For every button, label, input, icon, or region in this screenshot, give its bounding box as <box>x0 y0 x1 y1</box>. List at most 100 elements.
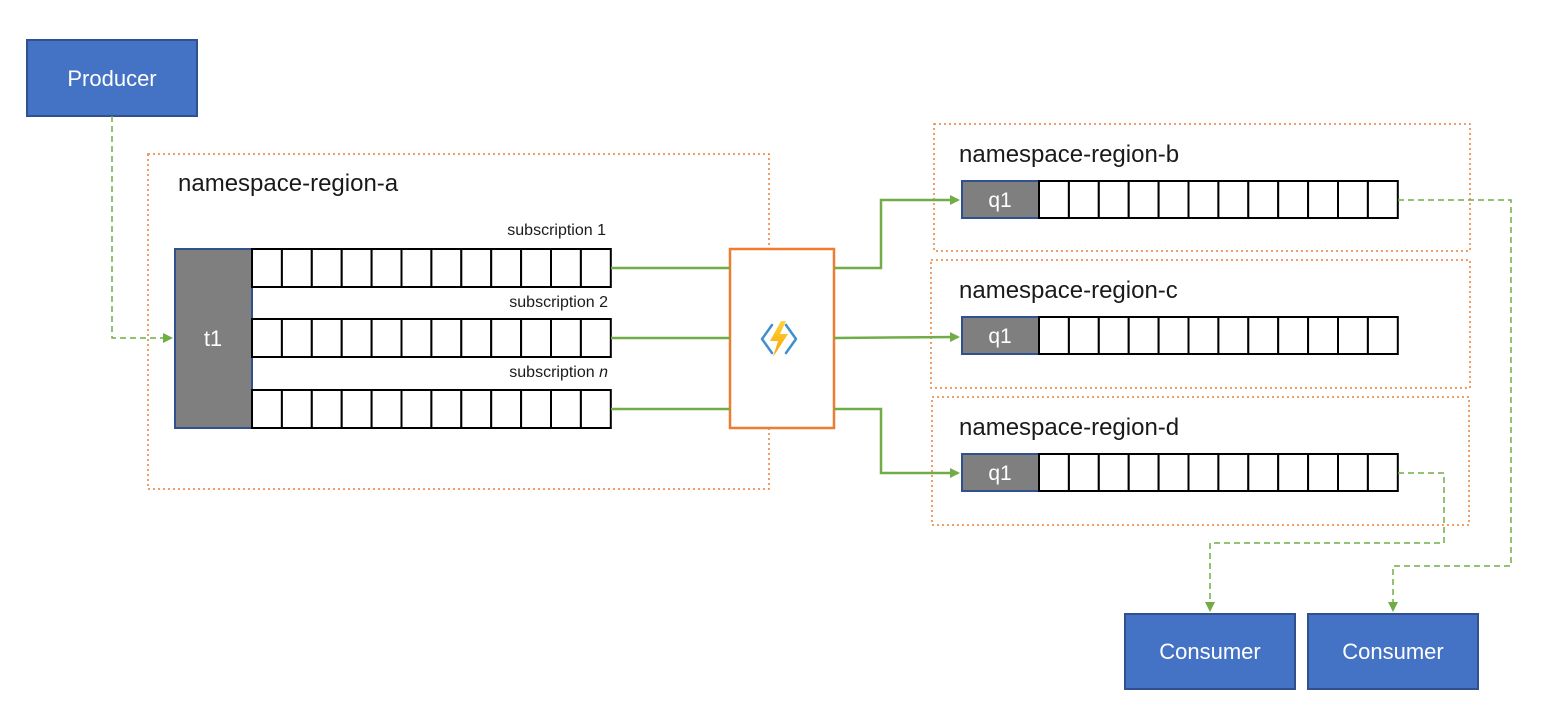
subscription-2-queue-cell <box>310 318 343 358</box>
target-queue-1-cell <box>1157 180 1190 219</box>
consumer-box-1: Consumer <box>1124 613 1296 690</box>
subscription-1-label: subscription 1 <box>507 222 606 239</box>
arrow-function-to-region-d <box>834 407 960 478</box>
target-queue-1-cell <box>1307 180 1339 219</box>
consumer-box-2: Consumer <box>1307 613 1479 690</box>
target-queue-1-cell <box>1337 180 1369 219</box>
subscription-1-queue-cell <box>520 248 552 288</box>
subscription-1-queue-cell <box>550 248 582 288</box>
target-queue-3-cell <box>1157 453 1190 492</box>
subscription-3-queue-cell <box>251 389 283 429</box>
target-queue-2-cell <box>1277 316 1310 355</box>
namespace-title: namespace-region-a <box>178 170 399 197</box>
subscription-1-queue-cell <box>430 248 463 288</box>
target-queue-2-cell <box>1067 316 1100 355</box>
namespace-region-a-container: namespace-region-a <box>147 153 770 490</box>
target-queue-1-cell <box>1067 180 1100 219</box>
consumer-label: Consumer <box>1342 639 1443 664</box>
namespace-region-d-container: namespace-region-d <box>931 396 1470 526</box>
subscription-1-queue-cell <box>490 248 523 288</box>
target-queue-2-cell <box>1038 316 1070 355</box>
arrow-function-to-region-c <box>833 332 960 343</box>
arrow-producer-to-topic <box>111 116 173 343</box>
subscription-2-queue-cell <box>430 318 463 358</box>
target-queue-1-cell <box>1127 180 1160 219</box>
subscription-3-queue-cell <box>310 389 343 429</box>
subscription-2-queue-cell <box>400 318 433 358</box>
arrow-region-d-to-consumer-1 <box>1205 472 1445 612</box>
subscription-1-queue-cell <box>310 248 343 288</box>
producer-label: Producer <box>67 66 156 91</box>
target-queue-3-cell <box>1277 453 1310 492</box>
queue-q1-region-c: q1 <box>961 316 1040 355</box>
target-queue-2-cell <box>1337 316 1369 355</box>
target-queue-3-cell <box>1038 453 1070 492</box>
subscription-3-queue-cell <box>400 389 433 429</box>
target-queue-3-cell <box>1247 453 1280 492</box>
target-queue-1-cell <box>1038 180 1070 219</box>
target-queue-2-cell <box>1217 316 1250 355</box>
target-queue-2-cell <box>1097 316 1130 355</box>
target-queue-3-cell <box>1217 453 1250 492</box>
namespace-title: namespace-region-c <box>959 277 1178 304</box>
subscription-2-queue-cell <box>460 318 493 358</box>
target-queue-2-cell <box>1366 316 1399 355</box>
queue-label: q1 <box>988 462 1011 485</box>
subscription-3-queue-cell <box>490 389 523 429</box>
target-queue-2-cell <box>1247 316 1280 355</box>
subscription-3-queue-cell <box>550 389 582 429</box>
target-queue-2-cell <box>1187 316 1220 355</box>
namespace-region-c-container: namespace-region-c <box>930 259 1471 389</box>
subscription-3-queue-cell <box>520 389 552 429</box>
target-queue-3-cell <box>1067 453 1100 492</box>
subscription-1-queue-cell <box>280 248 313 288</box>
subscription-1-queue-cell <box>251 248 283 288</box>
target-queue-3-cell <box>1097 453 1130 492</box>
target-queue-1-cell <box>1277 180 1310 219</box>
target-queue-3-cell <box>1366 453 1399 492</box>
target-queue-1-cell <box>1366 180 1399 219</box>
queue-q1-region-d: q1 <box>961 453 1040 492</box>
target-queue-2-cell <box>1307 316 1339 355</box>
subscription-3-queue-cell <box>460 389 493 429</box>
subscription-3-queue-cell <box>280 389 313 429</box>
subscription-2-queue-cell <box>550 318 582 358</box>
consumer-label: Consumer <box>1159 639 1260 664</box>
namespace-title: namespace-region-d <box>959 414 1179 441</box>
target-queue-1-cell <box>1097 180 1130 219</box>
queue-label: q1 <box>988 325 1011 348</box>
subscription-3-queue-cell <box>579 389 612 429</box>
queue-label: q1 <box>988 189 1011 212</box>
target-queue-3-cell <box>1307 453 1339 492</box>
subscription-2-queue-cell <box>340 318 373 358</box>
target-queue-1-cell <box>1187 180 1220 219</box>
subscription-2-queue-cell <box>490 318 523 358</box>
subscription-1-queue-cell <box>370 248 403 288</box>
subscription-3-queue-cell <box>340 389 373 429</box>
subscription-1-queue-cell <box>460 248 493 288</box>
subscription-1-queue-cell <box>340 248 373 288</box>
producer-box: Producer <box>26 39 198 117</box>
target-queue-2-cell <box>1157 316 1190 355</box>
namespace-region-b-container: namespace-region-b <box>933 123 1471 252</box>
topic-t1: t1 <box>174 248 253 429</box>
subscription-1-queue-cell <box>579 248 612 288</box>
target-queue-1-cell <box>1217 180 1250 219</box>
target-queue-3-cell <box>1187 453 1220 492</box>
azure-function-icon <box>760 321 798 357</box>
target-queue-3-cell <box>1127 453 1160 492</box>
queue-q1-region-b: q1 <box>961 180 1040 219</box>
subscription-n-label: subscription n <box>509 364 608 381</box>
subscription-2-queue-cell <box>579 318 612 358</box>
target-queue-2-cell <box>1127 316 1160 355</box>
subscription-3-queue-cell <box>370 389 403 429</box>
subscription-2-queue-cell <box>251 318 283 358</box>
subscription-2-label: subscription 2 <box>509 294 608 311</box>
arrow-function-to-region-b <box>834 195 960 270</box>
subscription-2-queue-cell <box>370 318 403 358</box>
subscription-3-queue-cell <box>430 389 463 429</box>
function-box <box>728 247 836 430</box>
subscription-2-queue-cell <box>520 318 552 358</box>
target-queues <box>1038 180 1399 492</box>
